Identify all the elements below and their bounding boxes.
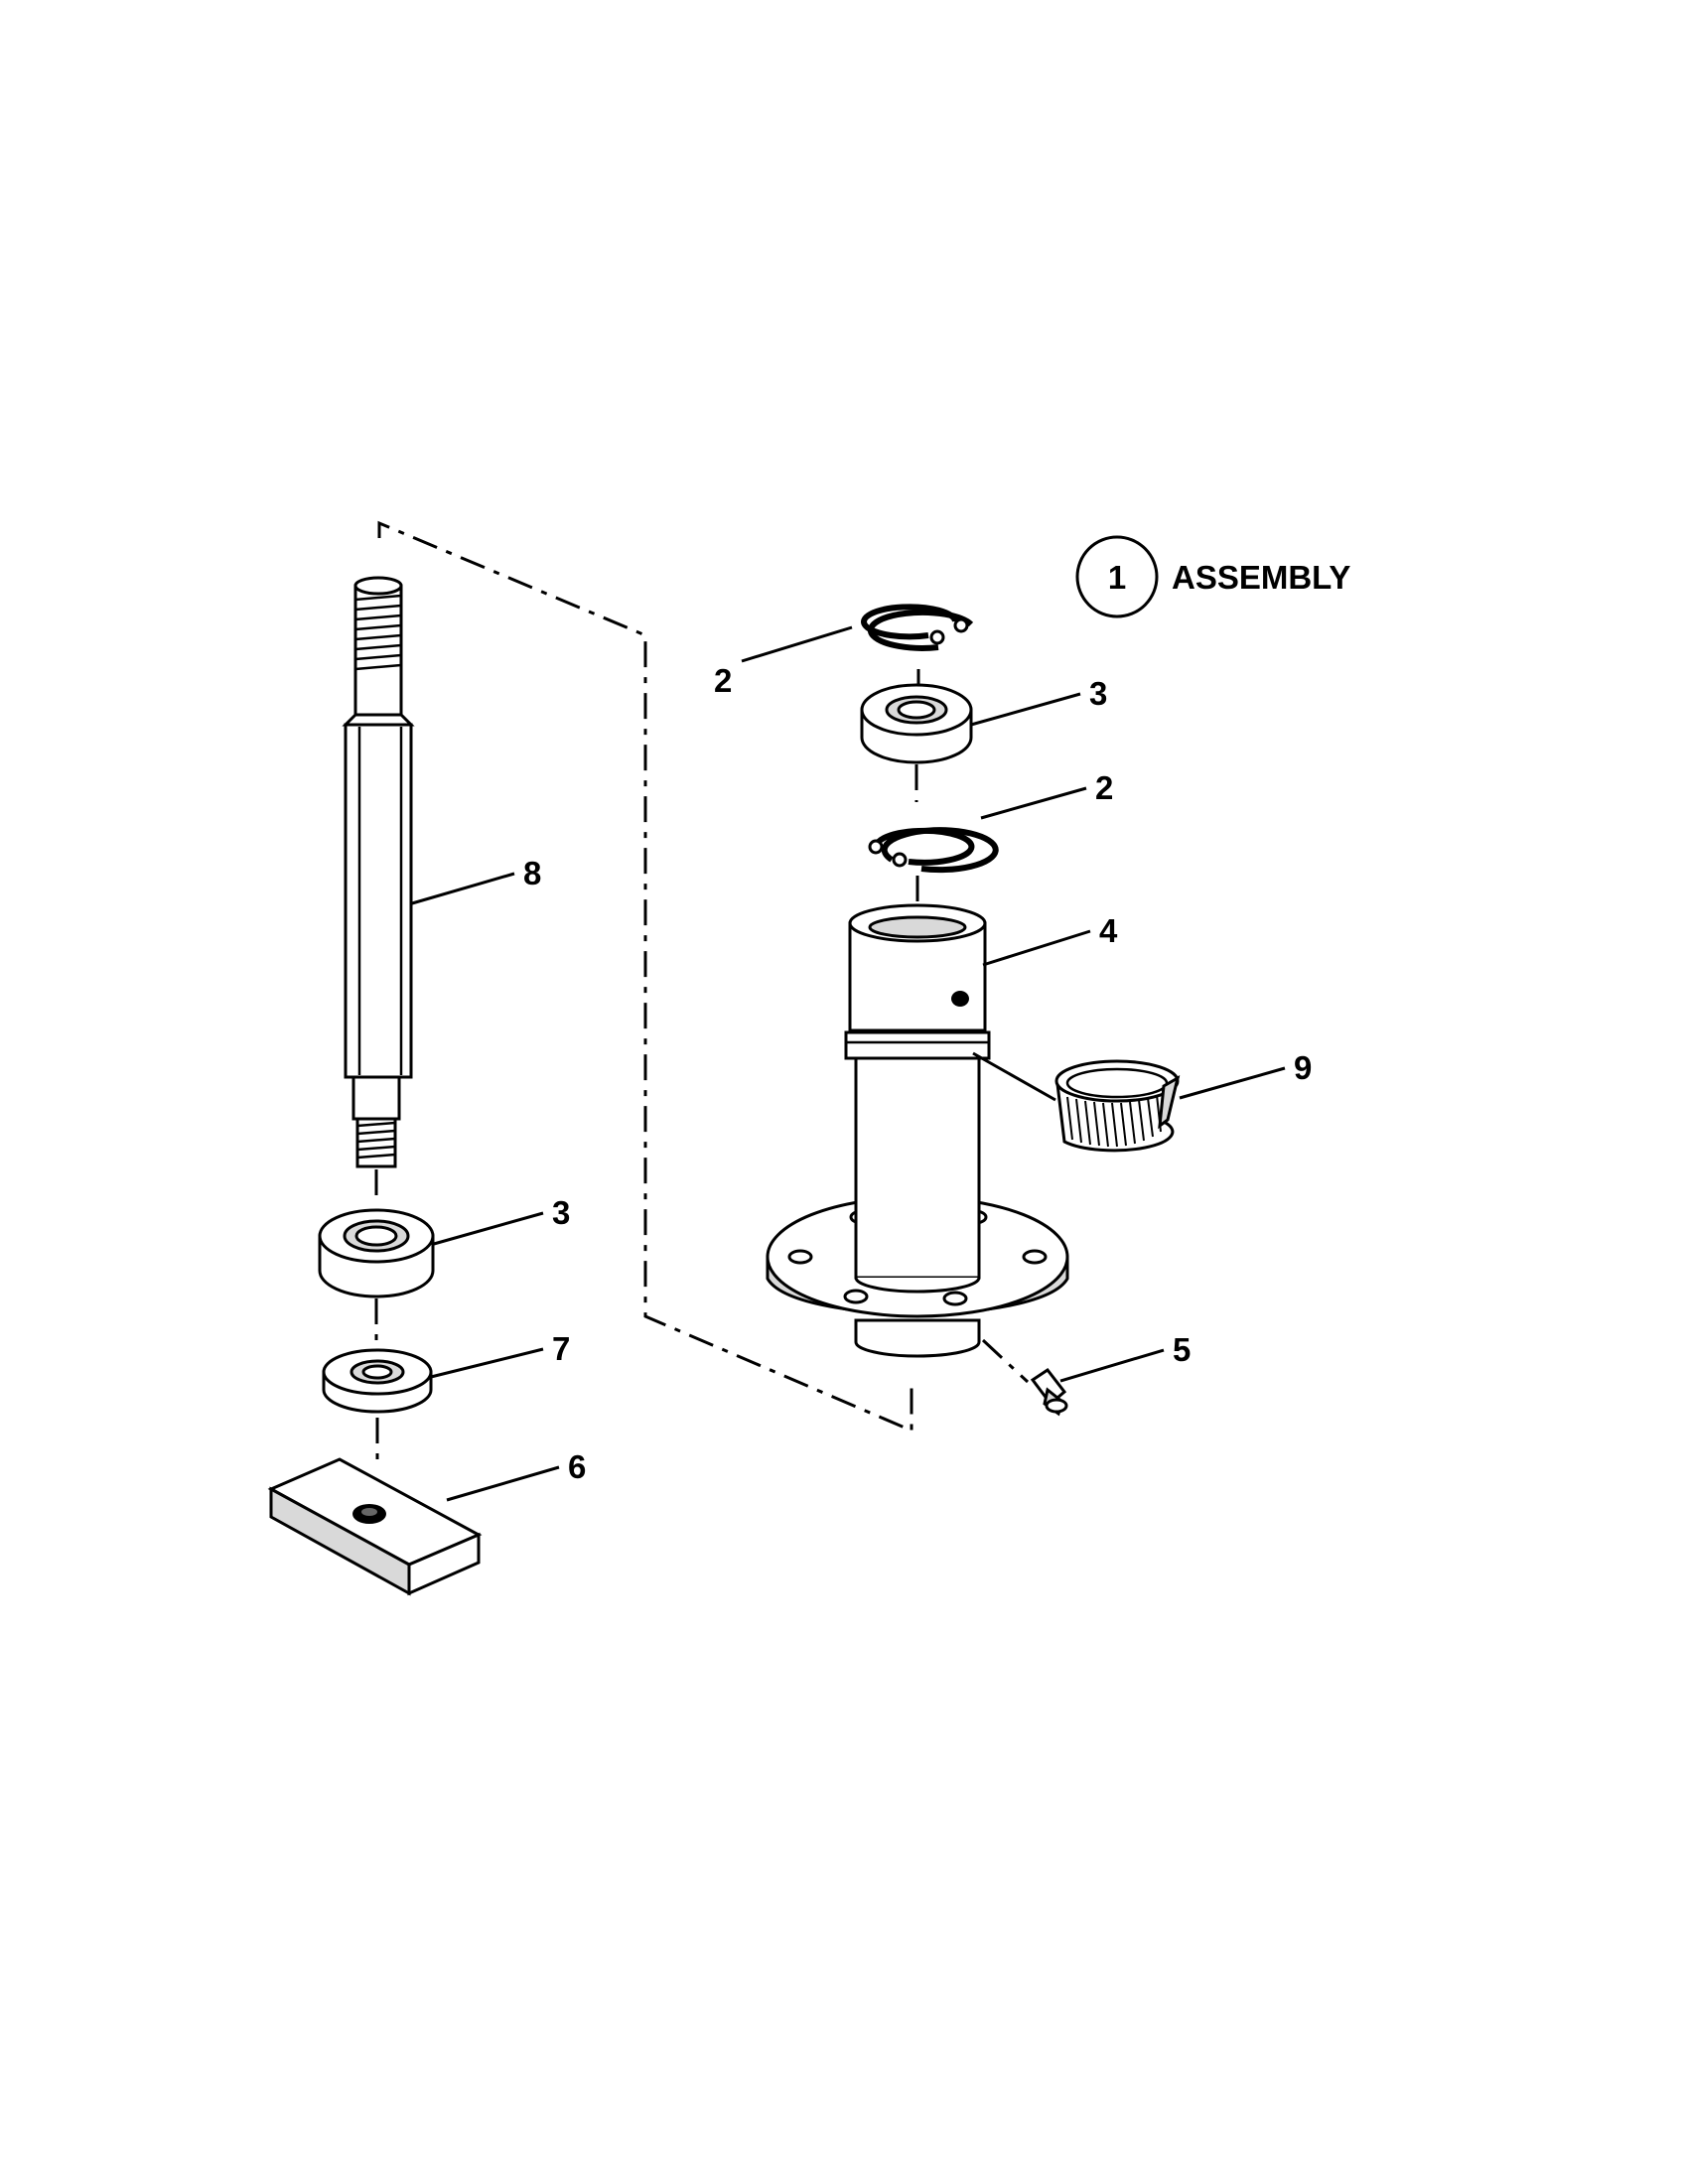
part-3-bearing-right xyxy=(860,683,973,764)
legend-circle xyxy=(1075,535,1159,618)
callout-labels: 8 3 7 6 2 3 2 4 9 5 xyxy=(523,662,1312,1485)
callout-2-lower: 2 xyxy=(1095,769,1113,806)
callout-3-left: 3 xyxy=(552,1194,570,1231)
leader-lines xyxy=(411,625,1286,1502)
callout-4: 4 xyxy=(1099,912,1118,949)
part-6-block xyxy=(267,1457,483,1596)
legend-label: ASSEMBLY xyxy=(1172,559,1350,596)
callout-6: 6 xyxy=(568,1448,586,1485)
part-3-bearing-left xyxy=(318,1208,435,1298)
callout-9: 9 xyxy=(1294,1049,1312,1086)
part-5-grease-fitting xyxy=(981,1338,1068,1417)
callout-3-right: 3 xyxy=(1089,675,1107,712)
callout-5: 5 xyxy=(1173,1331,1191,1368)
part-8-spindle-shaft xyxy=(342,576,415,1168)
part-2-retaining-ring-lower xyxy=(868,827,999,874)
part-4-spindle-housing xyxy=(766,903,1069,1358)
part-9-needle-bearing xyxy=(1054,1059,1181,1153)
assembly-legend: 1 ASSEMBLY xyxy=(1075,535,1350,618)
callout-8: 8 xyxy=(523,855,541,891)
legend-number: 1 xyxy=(1108,559,1126,596)
assembly-path-line xyxy=(377,520,913,1433)
part-7-spacer xyxy=(322,1348,433,1414)
part-2-retaining-ring-top xyxy=(861,604,974,651)
callout-7: 7 xyxy=(552,1330,570,1367)
callout-2-top: 2 xyxy=(714,662,732,699)
